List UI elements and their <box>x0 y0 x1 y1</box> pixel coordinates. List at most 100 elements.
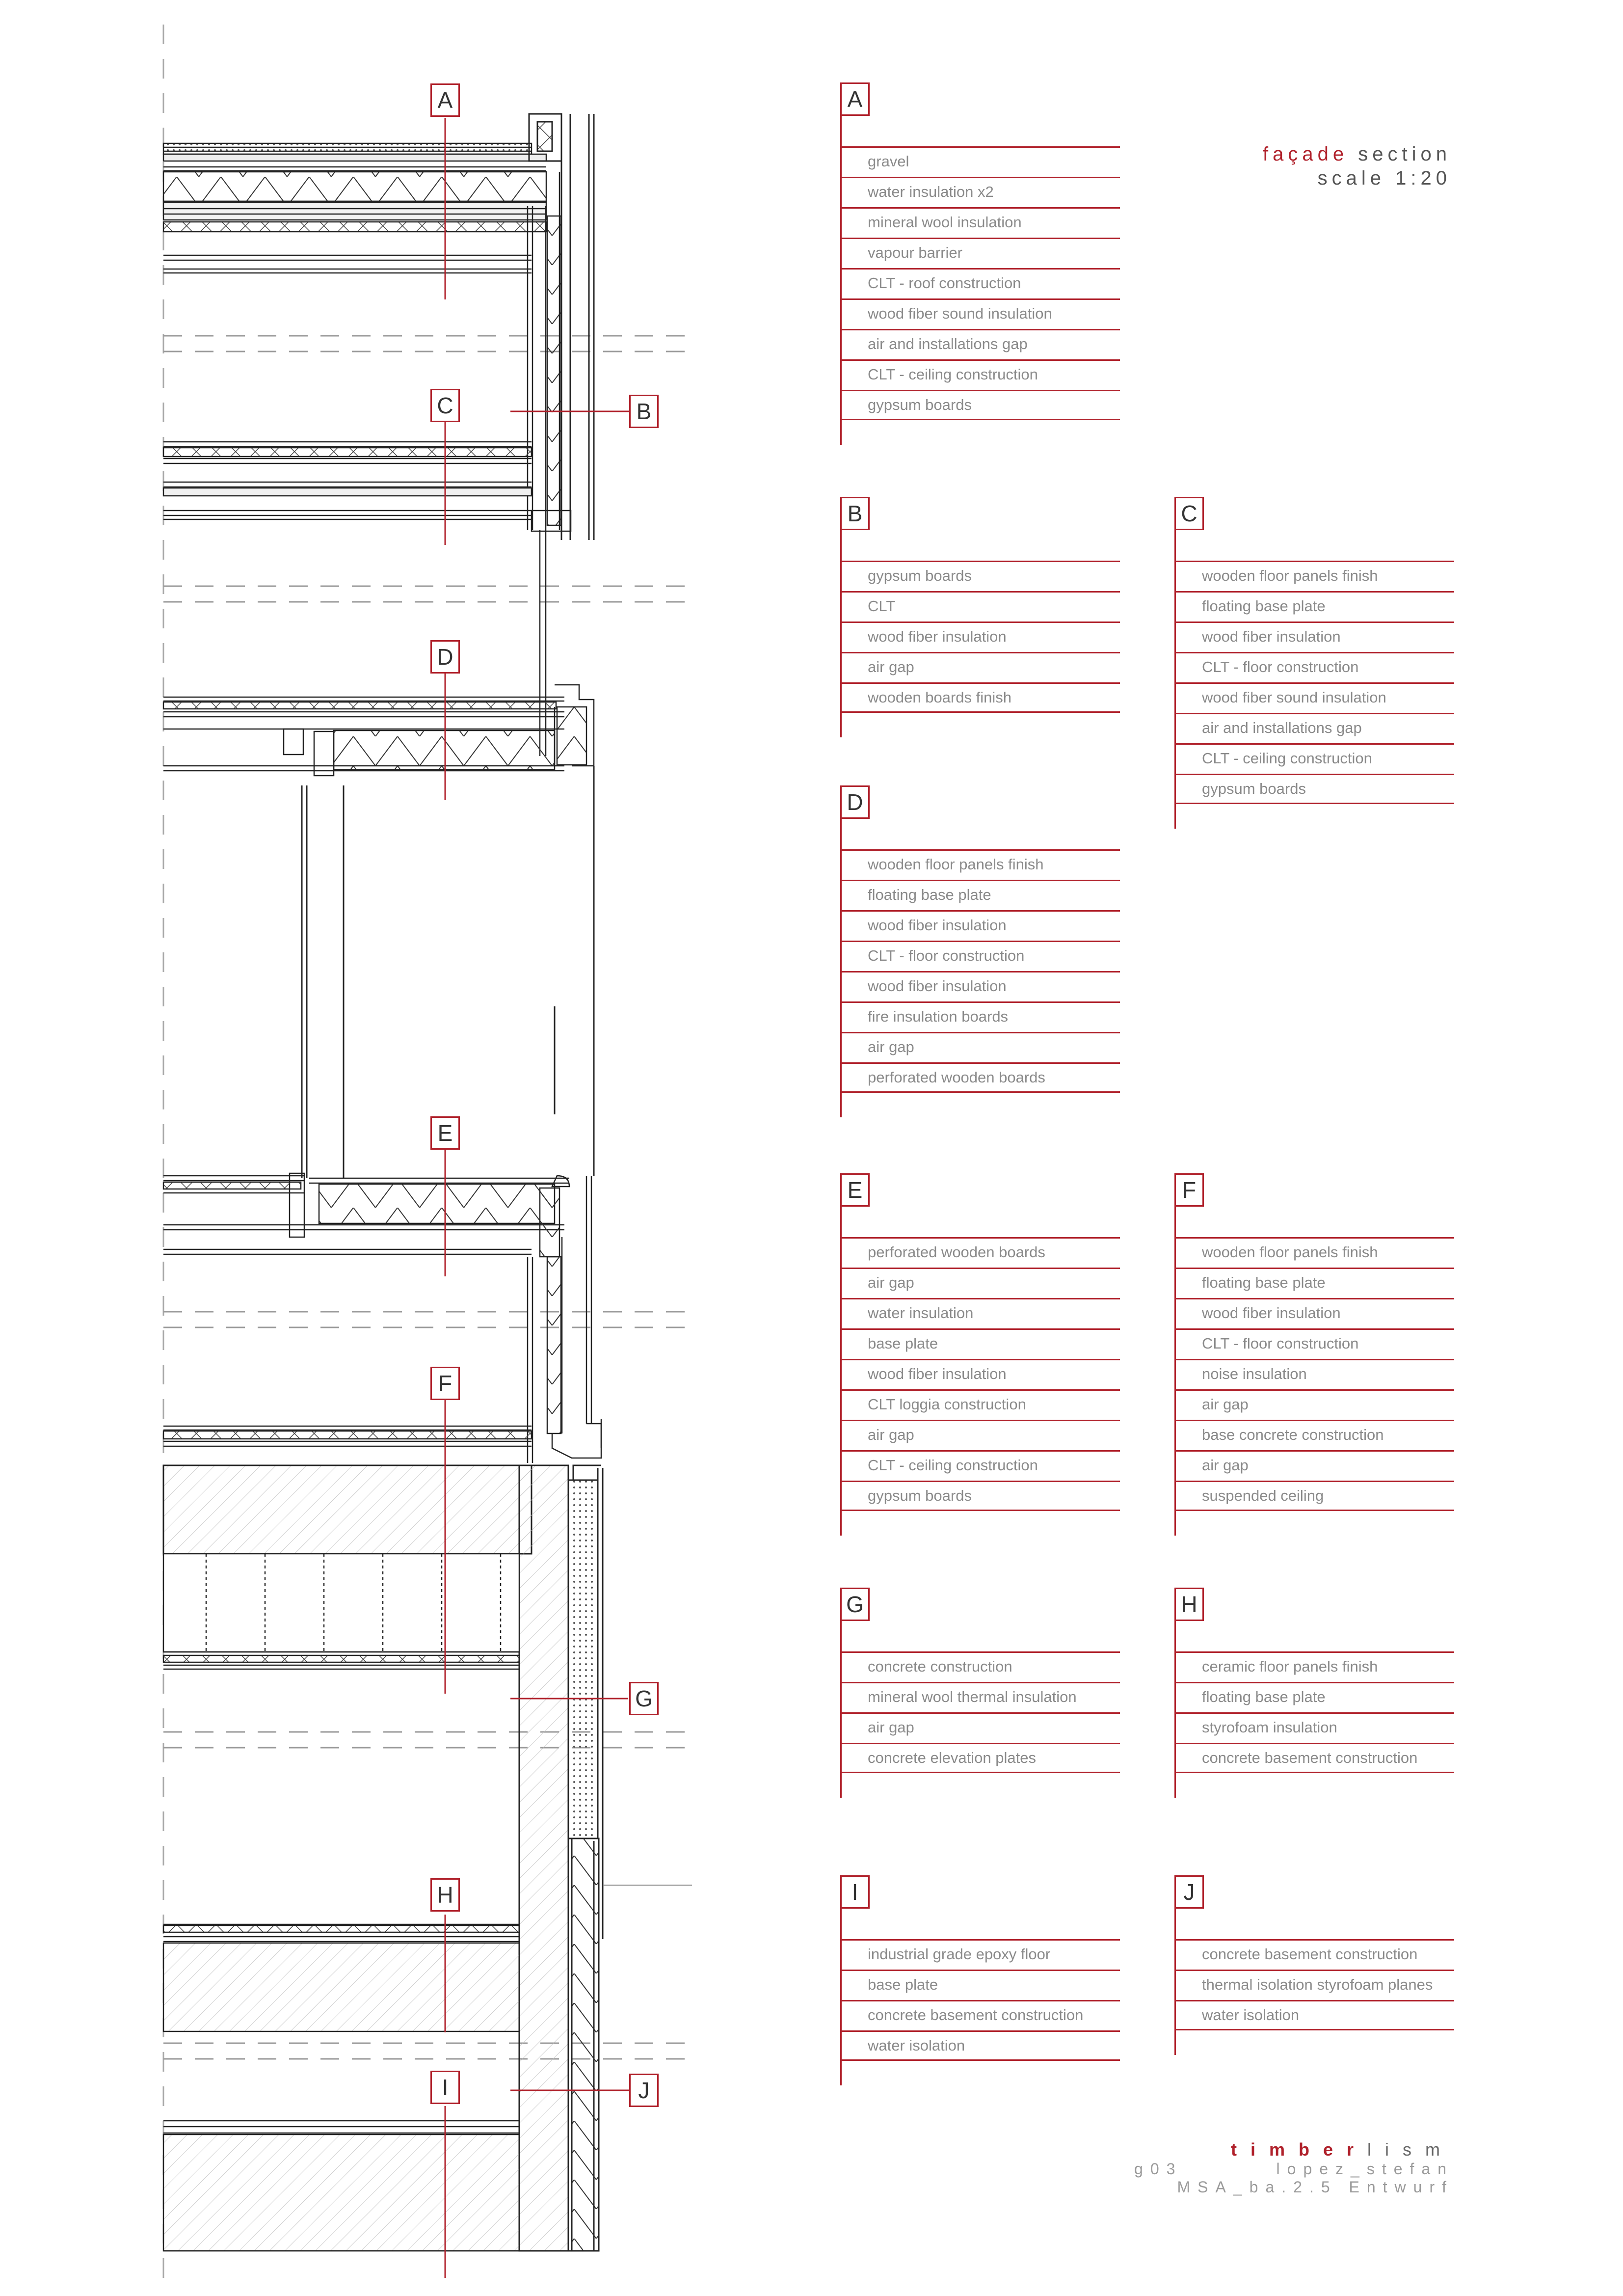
legend-item: water isolation <box>1174 2000 1454 2030</box>
legend-item: CLT - ceiling construction <box>840 359 1120 390</box>
concrete-base <box>162 1464 692 2252</box>
brand-part-b: lism <box>1367 2139 1454 2160</box>
drawing-marker-i: I <box>430 2071 460 2104</box>
suspended-ceiling <box>162 1553 520 1670</box>
break-lines <box>163 335 692 2060</box>
legend-item: air and installations gap <box>1174 713 1454 743</box>
basement-floor-h <box>162 1923 520 2032</box>
legend-item: CLT - floor construction <box>840 941 1120 971</box>
legend-item: CLT loggia construction <box>840 1389 1120 1420</box>
legend-item: base concrete construction <box>1174 1420 1454 1450</box>
legend-item: concrete basement construction <box>1174 1743 1454 1773</box>
legend-item: air gap <box>1174 1450 1454 1481</box>
legend-item: fire insulation boards <box>840 1001 1120 1032</box>
legend-header: G <box>840 1588 870 1621</box>
legend-item: wood fiber sound insulation <box>840 298 1120 329</box>
legend-stem <box>840 529 842 737</box>
legend-item: air and installations gap <box>840 329 1120 359</box>
title-line: façade section <box>1263 143 1451 165</box>
legend-item: floating base plate <box>1174 1682 1454 1712</box>
legend-stem <box>1174 1908 1176 2055</box>
title-word-section: section <box>1358 143 1451 165</box>
roof-slab <box>162 142 547 274</box>
legend-item: air gap <box>840 652 1120 682</box>
drawing-marker-j: J <box>629 2074 659 2107</box>
legend-item: CLT - ceiling construction <box>840 1450 1120 1481</box>
legend-stem <box>840 1206 842 1536</box>
legend-item: air gap <box>840 1712 1120 1743</box>
legend-item: perforated wooden boards <box>840 1237 1120 1268</box>
legend-item: wood fiber sound insulation <box>1174 682 1454 713</box>
loggia-window <box>301 766 595 1178</box>
legend-header: J <box>1174 1875 1204 1909</box>
legend-header: B <box>840 497 870 530</box>
author-name: lopez_stefan <box>1276 2160 1454 2178</box>
parapet <box>528 113 595 540</box>
drawing-marker-h: H <box>430 1878 460 1912</box>
legend-stem <box>1174 1206 1176 1536</box>
legend-stem <box>840 1908 842 2085</box>
drawing-marker-f: F <box>430 1367 460 1400</box>
legend-item: gypsum boards <box>840 390 1120 420</box>
drawing-marker-c: C <box>430 389 460 422</box>
legend-item: ceramic floor panels finish <box>1174 1651 1454 1682</box>
legend-header: I <box>840 1875 870 1909</box>
brand-name: timberlism <box>1134 2139 1454 2160</box>
legend-item: CLT <box>840 591 1120 621</box>
credits-line-1: g03 lopez_stefan <box>1134 2160 1454 2178</box>
legend-item: floating base plate <box>1174 1268 1454 1298</box>
legend-stem <box>1174 529 1176 829</box>
legend-item: mineral wool thermal insulation <box>840 1682 1120 1712</box>
slab-e <box>162 1172 592 1424</box>
legend-item: wood fiber insulation <box>1174 621 1454 652</box>
legend-item: gravel <box>840 146 1120 177</box>
marker-leaders <box>444 118 633 2278</box>
legend-item: wood fiber insulation <box>840 910 1120 941</box>
legend-item: concrete basement construction <box>1174 1939 1454 1970</box>
legend-item: floating base plate <box>1174 591 1454 621</box>
legend-header: D <box>840 785 870 819</box>
legend-item: CLT - floor construction <box>1174 1328 1454 1359</box>
legend-item: wood fiber insulation <box>840 971 1120 1001</box>
legend-stem <box>840 115 842 445</box>
slab-f <box>162 1419 602 1466</box>
legend-header: H <box>1174 1588 1204 1621</box>
legend-item: thermal isolation styrofoam planes <box>1174 1970 1454 2000</box>
drawing-marker-a: A <box>430 83 460 117</box>
drawing-marker-b: B <box>629 395 659 428</box>
legend-item: water insulation <box>840 1298 1120 1328</box>
title-word-facade: façade <box>1263 143 1349 165</box>
basement-floor-i <box>162 2120 520 2252</box>
legend-stem <box>840 1620 842 1798</box>
legend-item: styrofoam insulation <box>1174 1712 1454 1743</box>
legend-header: A <box>840 82 870 116</box>
legend-item: suspended ceiling <box>1174 1481 1454 1511</box>
title-block: façade section scale 1:20 <box>1263 143 1451 189</box>
legend-item: perforated wooden boards <box>840 1062 1120 1093</box>
legend-item: water isolation <box>840 2030 1120 2061</box>
legend-header: E <box>840 1173 870 1207</box>
legend-item: wooden floor panels finish <box>1174 1237 1454 1268</box>
drawing-marker-d: D <box>430 640 460 674</box>
legend-item: noise insulation <box>1174 1359 1454 1389</box>
legend-item: air gap <box>840 1032 1120 1062</box>
legend-item: concrete basement construction <box>840 2000 1120 2030</box>
legend-item: CLT - floor construction <box>1174 652 1454 682</box>
drawing-marker-g: G <box>629 1682 659 1715</box>
legend-header: C <box>1174 497 1204 530</box>
group-code: g03 <box>1134 2160 1183 2178</box>
legend-item: air gap <box>840 1268 1120 1298</box>
legend-item: base plate <box>840 1328 1120 1359</box>
legend-item: concrete elevation plates <box>840 1743 1120 1773</box>
legend-item: water insulation x2 <box>840 177 1120 207</box>
legend-item: wood fiber insulation <box>1174 1298 1454 1328</box>
legend-stem <box>840 818 842 1117</box>
